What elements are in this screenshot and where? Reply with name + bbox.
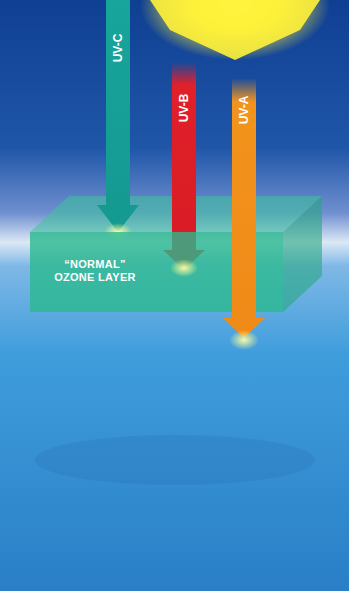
uv-a-arrow: [223, 78, 265, 350]
ozone-layer-box: “NORMAL” OZONE LAYER: [34, 258, 156, 285]
shadow: [35, 435, 315, 485]
uv-label: UV-B: [177, 94, 191, 123]
ozone-side: [283, 196, 322, 312]
layer-label: “NORMAL” OZONE LAYER: [49, 258, 141, 284]
sun: [140, 0, 330, 60]
uv-c-arrow: [97, 0, 139, 241]
uv-b-glow: [170, 259, 198, 277]
uv-label: UV-A: [237, 96, 251, 125]
uv-label: UV-C: [111, 34, 125, 63]
